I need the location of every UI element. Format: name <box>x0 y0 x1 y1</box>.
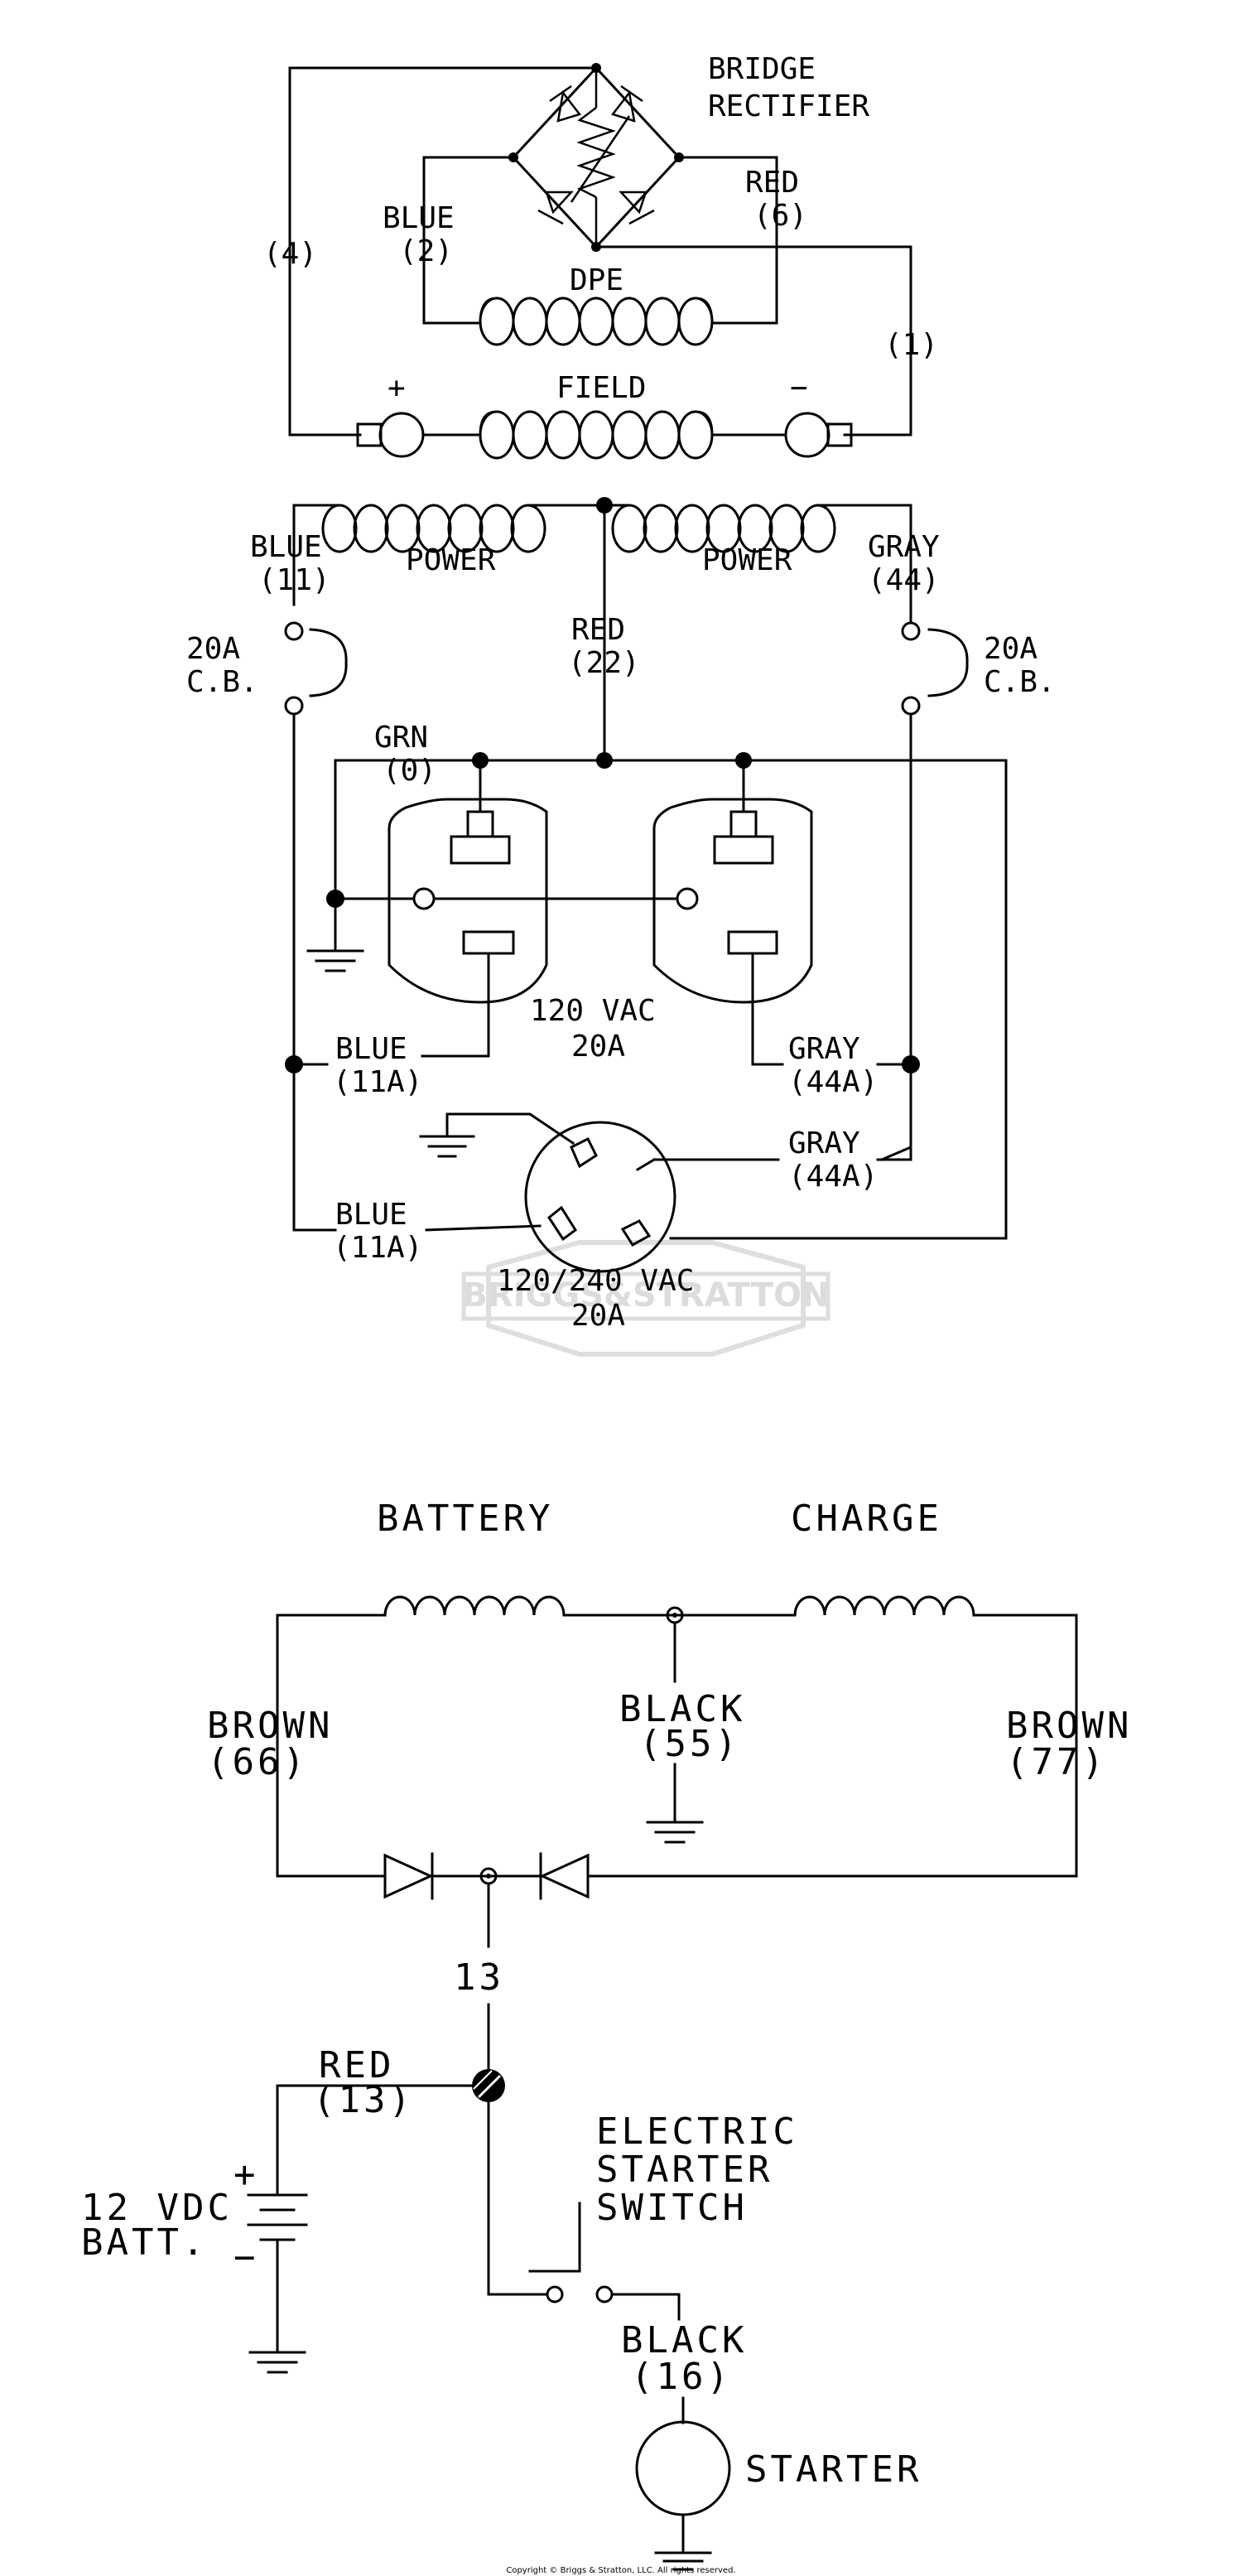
cb-right-terminal-top <box>901 621 921 641</box>
battery-coil <box>276 1595 676 1807</box>
black-55-number: (55) <box>639 1723 740 1765</box>
blue-11a-color-1: BLUE <box>335 1032 407 1066</box>
cb-left-rating: 20A <box>186 632 240 666</box>
field-minus-sign: − <box>790 371 808 405</box>
brown-66-color: BROWN <box>207 1705 333 1747</box>
black-16-number: (16) <box>631 2356 732 2398</box>
black-16-color: BLACK <box>621 2319 747 2361</box>
brown-66-number: (66) <box>207 1741 308 1783</box>
cb-left-terminal-bottom <box>284 696 304 716</box>
receptacle-amp-label: 20A <box>571 1030 625 1064</box>
power-coil-right <box>603 504 912 553</box>
brown-77-color: BROWN <box>1006 1705 1132 1747</box>
wire-red-6 <box>677 156 778 325</box>
wire-13-label: 13 <box>454 1956 504 1999</box>
cb-right-rating: 20A <box>984 632 1037 666</box>
switch-starter-label: STARTER <box>596 2149 773 2191</box>
grn-color: GRN <box>374 721 428 755</box>
battery-plus-sign: + <box>233 2154 259 2196</box>
cb-right-terminal-bottom <box>901 696 921 716</box>
battery-batt-label: BATT. <box>81 2221 207 2264</box>
switch-contact-right <box>595 2285 614 2303</box>
blue-2-number: (2) <box>399 234 453 268</box>
gray-44a-color-2: GRAY <box>788 1126 860 1160</box>
gray-44a-number-2: (44A) <box>788 1160 878 1194</box>
receptacle-1-ground-pin <box>412 887 436 910</box>
red-6-number: (6) <box>753 199 807 233</box>
briggs-stratton-watermark: BRIGGS&STRATTON <box>461 1240 830 1357</box>
starter-label: STARTER <box>745 2448 922 2491</box>
red-22-number: (22) <box>568 646 640 680</box>
blue-2-color: BLUE <box>383 201 455 235</box>
charge-coil-label: CHARGE <box>791 1498 942 1540</box>
blue-11a-number-2: (11A) <box>333 1231 422 1265</box>
cb-right-arc <box>927 628 969 697</box>
battery-coil-label: BATTERY <box>377 1498 553 1540</box>
slip-ring-minus <box>784 412 830 458</box>
cb-left-abbr: C.B. <box>186 665 258 699</box>
red-6-color: RED <box>745 166 799 200</box>
brown-77-number: (77) <box>1006 1741 1107 1783</box>
wire-blue-2 <box>422 156 515 325</box>
diode-right <box>539 1852 590 1900</box>
blue-11a-number-1: (11A) <box>333 1065 422 1099</box>
switch-contact-left <box>546 2285 564 2303</box>
copyright-notice: Copyright © Briggs & Stratton, LLC. All … <box>506 2566 735 2575</box>
gray-44a-number-1: (44A) <box>788 1065 878 1099</box>
wire-4-label: (4) <box>263 237 317 271</box>
wire-4 <box>288 66 598 437</box>
black-55-color: BLACK <box>619 1688 745 1730</box>
wire-1-label: (1) <box>884 328 938 362</box>
charge-coil <box>673 1595 1078 1807</box>
bridge-rectifier <box>508 63 684 252</box>
power-left-label: POWER <box>406 543 496 577</box>
receptacle-120v-2 <box>652 759 813 1066</box>
twist-lock-receptacle <box>425 1112 912 1273</box>
wire-1 <box>595 245 912 437</box>
power-right-label: POWER <box>702 543 792 577</box>
diode-left <box>383 1852 434 1900</box>
watermark-text: BRIGGS&STRATTON <box>462 1276 829 1315</box>
battery-voltage-label: 12 VDC <box>81 2187 233 2229</box>
gray-44-color: GRAY <box>868 530 940 564</box>
switch-actuator <box>528 2202 581 2273</box>
red-22-color: RED <box>571 613 625 647</box>
receptacle-120v-1 <box>388 759 548 1058</box>
twist-lock-voltage-label: 120/240 VAC <box>497 1264 694 1298</box>
blue-11-color: BLUE <box>250 530 322 564</box>
starter-motor <box>635 2420 731 2516</box>
receptacle-voltage-label: 120 VAC <box>530 994 656 1028</box>
ground-symbol-1 <box>306 930 364 972</box>
grn-number: (0) <box>383 754 436 788</box>
rectifier-label: RECTIFIER <box>708 89 869 123</box>
ground-symbol-2 <box>419 1135 475 1158</box>
blue-11a-color-2: BLUE <box>335 1198 407 1232</box>
gray-44-number: (44) <box>868 563 940 597</box>
gray-44a-color-1: GRAY <box>788 1032 860 1066</box>
ground-symbol-4 <box>654 2551 712 2571</box>
battery-12vdc <box>247 2193 308 2374</box>
field-label: FIELD <box>556 371 646 405</box>
bridge-label: BRIDGE <box>708 52 816 86</box>
dpe-coil <box>479 297 714 346</box>
field-plus-sign: + <box>388 371 406 405</box>
switch-electric-label: ELECTRIC <box>596 2110 798 2153</box>
slip-ring-plus <box>378 412 425 458</box>
receptacle-2-ground-pin <box>676 887 699 910</box>
twist-lock-amp-label: 20A <box>571 1299 625 1333</box>
power-coil-left <box>292 504 606 553</box>
dpe-label: DPE <box>570 263 623 297</box>
field-coil <box>479 410 714 460</box>
switch-switch-label: SWITCH <box>596 2187 748 2229</box>
red-13-color: RED <box>319 2044 394 2086</box>
cb-right-abbr: C.B. <box>984 665 1056 699</box>
ground-symbol-3 <box>646 1821 704 1844</box>
cb-left-arc <box>309 628 348 697</box>
cb-left-terminal-top <box>284 621 304 641</box>
battery-minus-sign: − <box>233 2236 259 2279</box>
